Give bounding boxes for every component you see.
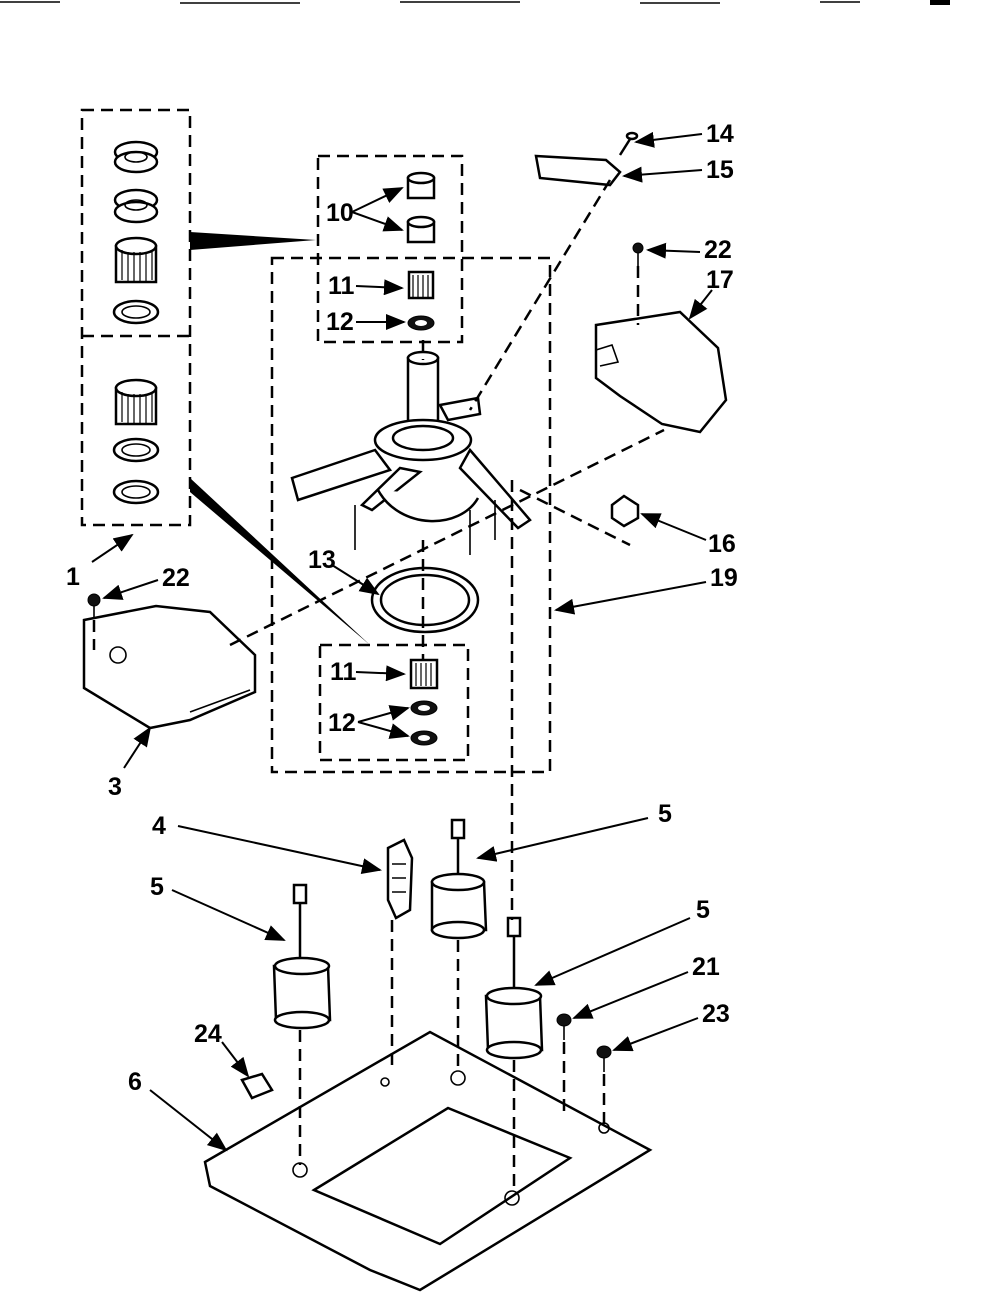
callout-labels: 1 22 3 4 5 5 5 6 10 11 12 13 11 12 14 15… bbox=[66, 120, 738, 1096]
suspension-leg-5-center bbox=[430, 818, 488, 940]
mounting-plate-3 bbox=[82, 604, 257, 730]
callout-12-lower: 12 bbox=[328, 709, 356, 737]
callout-17: 17 bbox=[706, 266, 734, 294]
callout-24: 24 bbox=[194, 1020, 222, 1048]
kit-ring-middle bbox=[112, 437, 160, 463]
callout-14: 14 bbox=[706, 120, 734, 148]
kit-parts-box bbox=[80, 108, 192, 527]
leader-lines bbox=[91, 131, 713, 1152]
callout-11-upper: 11 bbox=[328, 272, 355, 300]
callout-3: 3 bbox=[108, 773, 122, 801]
callout-4: 4 bbox=[152, 812, 166, 840]
callout-13: 13 bbox=[308, 546, 336, 574]
gearcase-spider bbox=[290, 350, 532, 555]
callout-6: 6 bbox=[128, 1068, 142, 1096]
clip-4 bbox=[386, 838, 414, 920]
callout-5-center: 5 bbox=[658, 800, 672, 828]
kit-connector-upper bbox=[190, 232, 316, 250]
callout-10: 10 bbox=[326, 199, 354, 227]
callout-22-right: 22 bbox=[704, 236, 732, 264]
bracket-15 bbox=[534, 154, 622, 187]
ring-seal-13 bbox=[370, 566, 480, 634]
kit-connector-lower bbox=[190, 478, 370, 645]
washer-12-upper bbox=[407, 315, 435, 331]
callout-22-left: 22 bbox=[162, 564, 190, 592]
callout-12-upper: 12 bbox=[326, 308, 354, 336]
cover-plate-17 bbox=[594, 310, 728, 434]
kit-gear-upper bbox=[114, 236, 158, 284]
screw-14 bbox=[618, 131, 639, 156]
callout-21: 21 bbox=[692, 953, 720, 981]
washers-12-lower bbox=[410, 700, 438, 746]
screw-23 bbox=[596, 1045, 612, 1072]
kit-ring-lower bbox=[112, 479, 160, 505]
top-edge-remnants bbox=[0, 0, 950, 5]
callout-5-right: 5 bbox=[696, 896, 710, 924]
bearing-11-lower bbox=[409, 658, 439, 690]
base-frame-6 bbox=[203, 1030, 653, 1292]
callout-11-lower: 11 bbox=[330, 658, 357, 686]
nut-16 bbox=[610, 494, 640, 528]
bearing-11-upper bbox=[407, 270, 435, 300]
callout-23: 23 bbox=[702, 1000, 730, 1028]
screw-21 bbox=[556, 1013, 572, 1040]
screw-22-right bbox=[632, 242, 644, 266]
kit-seal-upper bbox=[113, 140, 159, 174]
kit-gear-lower bbox=[114, 378, 158, 426]
bushing-10 bbox=[406, 171, 436, 244]
callout-15: 15 bbox=[706, 156, 734, 184]
callout-19: 19 bbox=[710, 564, 738, 592]
kit-seal-middle bbox=[113, 188, 159, 224]
suspension-leg-5-right bbox=[484, 916, 544, 1060]
alignment-lines bbox=[92, 179, 665, 1192]
callout-5-left: 5 bbox=[150, 873, 164, 901]
clip-24 bbox=[240, 1072, 274, 1100]
callout-1: 1 bbox=[66, 563, 80, 591]
suspension-leg-5-left bbox=[272, 883, 332, 1030]
callout-16: 16 bbox=[708, 530, 736, 558]
kit-ring-upper bbox=[112, 299, 160, 325]
gearcase-assembly-box bbox=[270, 154, 552, 774]
